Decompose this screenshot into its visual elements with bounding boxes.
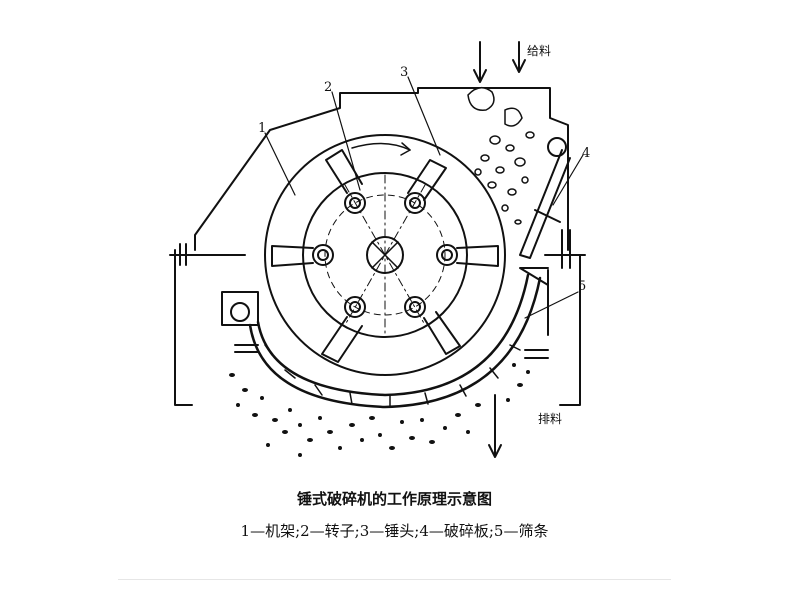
label-feed: 给料 — [527, 44, 551, 58]
discharge-arrow — [488, 394, 502, 458]
screen-bars — [248, 273, 542, 409]
frame-housing — [169, 87, 586, 406]
crushing-plate — [519, 137, 571, 259]
feed-arrows — [473, 41, 526, 83]
hammers — [271, 142, 499, 363]
label-5: 5 — [578, 279, 586, 294]
label-1: 1 — [258, 121, 266, 136]
label-4: 4 — [582, 146, 590, 161]
label-2: 2 — [324, 80, 332, 95]
label-discharge: 排料 — [538, 412, 562, 426]
figure-title: 锤式破碎机的工作原理示意图 — [296, 490, 492, 508]
discharged-particles — [229, 363, 530, 457]
divider — [118, 579, 671, 580]
figure-legend: 1—机架;2—转子;3—锤头;4—破碎板;5—筛条 — [240, 522, 549, 540]
label-3: 3 — [400, 65, 408, 80]
crushing-chamber-outline — [264, 134, 506, 376]
feed-material — [467, 86, 535, 225]
hammer-crusher-diagram: 1 2 3 4 5 给料 排料 — [169, 41, 590, 458]
leader-lines — [264, 76, 584, 319]
